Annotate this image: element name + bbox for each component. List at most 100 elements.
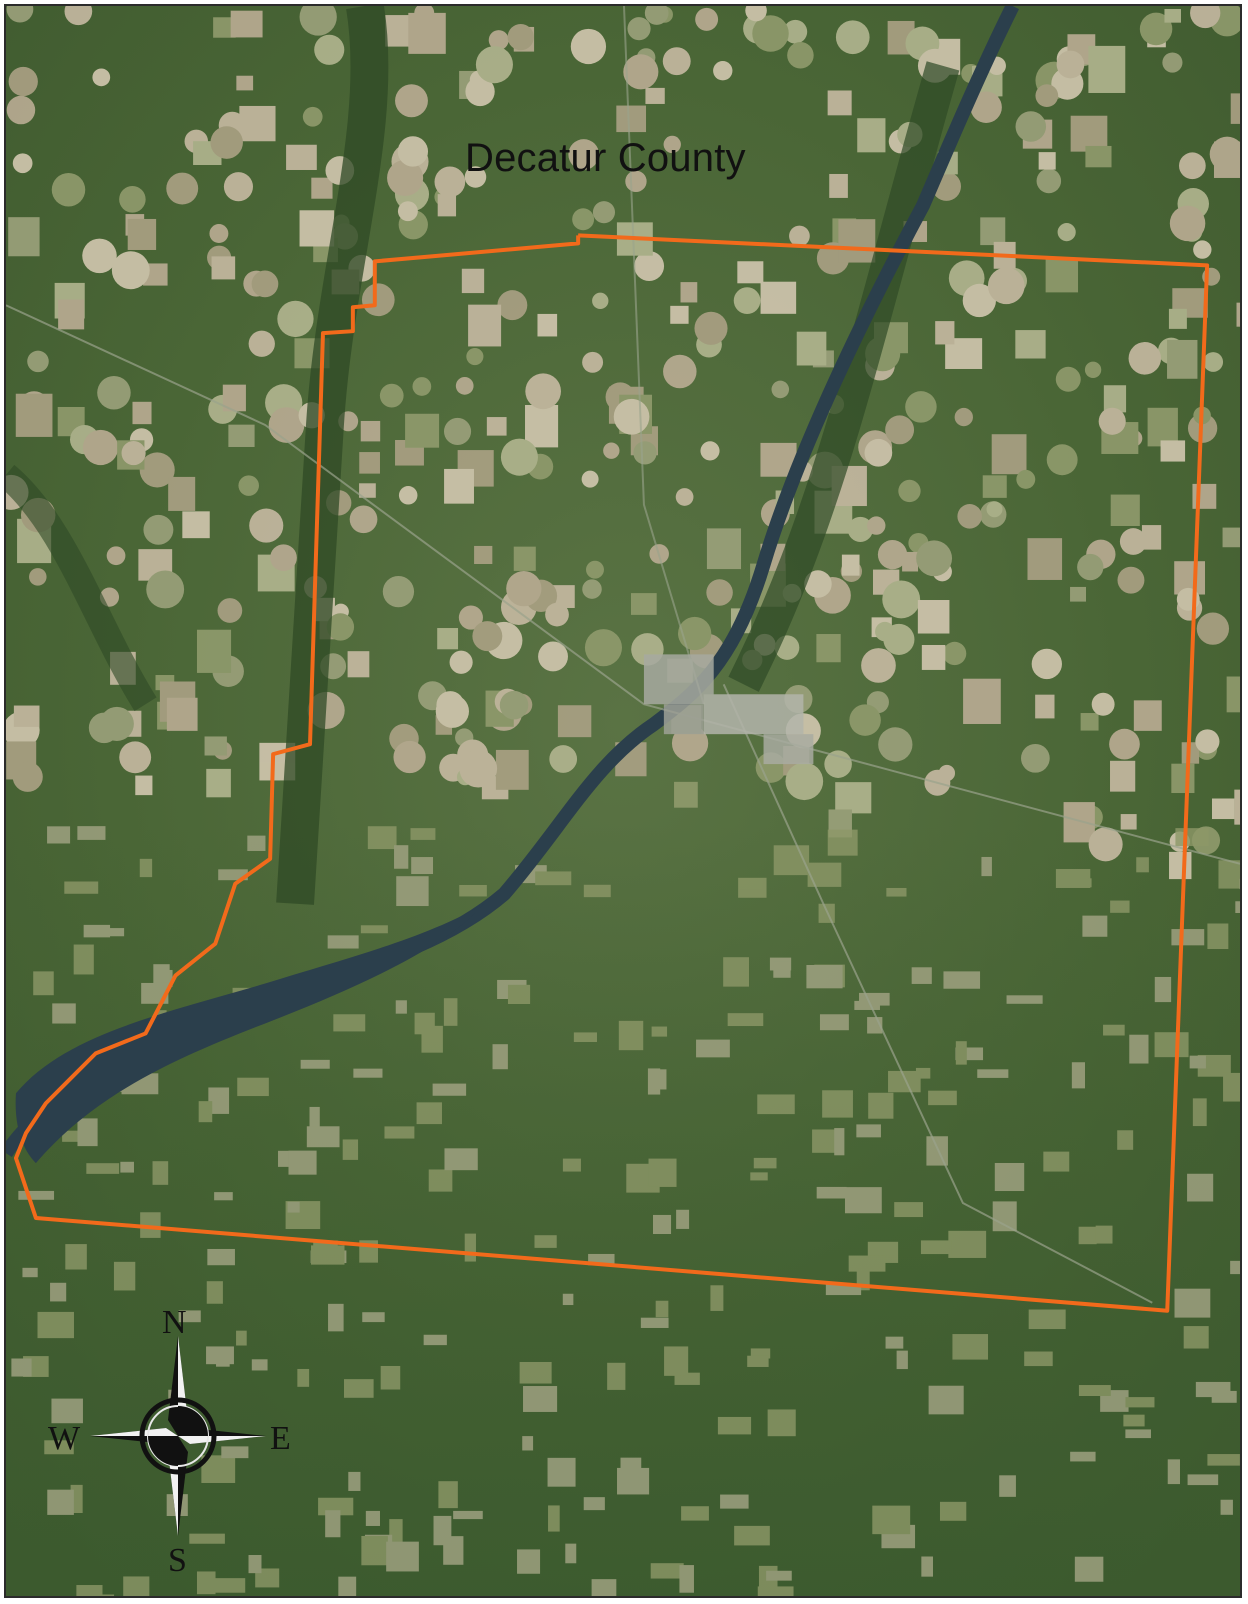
clearing bbox=[710, 1285, 724, 1311]
clearing bbox=[607, 1362, 626, 1390]
clearing bbox=[423, 1334, 447, 1346]
pivot-field bbox=[603, 442, 620, 459]
county-boundary bbox=[13, 233, 1210, 1313]
square-field bbox=[135, 775, 153, 796]
pivot-field bbox=[675, 488, 694, 506]
pivot-field bbox=[143, 514, 174, 545]
square-field bbox=[127, 218, 157, 250]
clearing bbox=[236, 1330, 247, 1346]
square-field bbox=[1038, 152, 1056, 170]
clearing bbox=[380, 1365, 401, 1390]
clearing bbox=[421, 1025, 443, 1053]
clearing bbox=[96, 928, 125, 937]
pivot-field bbox=[572, 208, 595, 231]
square-field bbox=[796, 331, 827, 366]
clearing bbox=[723, 957, 749, 987]
clearing bbox=[734, 1525, 770, 1546]
satellite-map[interactable] bbox=[6, 6, 1240, 1596]
pivot-field bbox=[586, 560, 604, 579]
square-field bbox=[182, 511, 210, 539]
pivot-field bbox=[277, 300, 314, 338]
pivot-field bbox=[349, 505, 378, 534]
clearing bbox=[360, 925, 388, 934]
clearing bbox=[51, 1398, 83, 1424]
clearing bbox=[886, 887, 907, 897]
square-field bbox=[1168, 308, 1187, 329]
clearing bbox=[1223, 1072, 1240, 1102]
pivot-field bbox=[789, 225, 810, 247]
creek-forest-west bbox=[276, 6, 389, 905]
pivot-field bbox=[634, 251, 665, 282]
pivot-field bbox=[449, 650, 473, 674]
square-field bbox=[760, 281, 797, 314]
pivot-field bbox=[458, 605, 483, 630]
clearing bbox=[519, 1361, 552, 1384]
town bbox=[643, 654, 814, 765]
clearing bbox=[1167, 1459, 1180, 1485]
clearing bbox=[251, 1359, 268, 1371]
clearing bbox=[416, 1102, 442, 1125]
square-field bbox=[1035, 694, 1055, 719]
clearing bbox=[492, 1044, 508, 1070]
clearing bbox=[459, 884, 487, 897]
clearing bbox=[992, 1201, 1017, 1232]
square-field bbox=[816, 634, 841, 663]
map-frame: N S W E Decatur County bbox=[4, 4, 1242, 1598]
square-field bbox=[486, 417, 507, 436]
pivot-field bbox=[1084, 361, 1102, 378]
pivot-field bbox=[1128, 342, 1162, 375]
square-field bbox=[1171, 763, 1195, 794]
square-field bbox=[13, 705, 40, 727]
clearing bbox=[1218, 860, 1240, 889]
pivot-field bbox=[1091, 692, 1115, 716]
compass-west-label: W bbox=[48, 1420, 81, 1457]
clearing bbox=[362, 1312, 385, 1323]
clearing bbox=[1197, 1054, 1231, 1077]
pivot-field bbox=[1056, 50, 1085, 79]
clearing bbox=[1192, 1098, 1207, 1127]
pivot-field bbox=[500, 438, 538, 476]
pivot-field bbox=[412, 377, 432, 396]
clearing bbox=[911, 967, 932, 984]
pivot-field bbox=[393, 740, 426, 774]
square-field bbox=[841, 554, 860, 576]
pivot-field bbox=[835, 20, 870, 55]
clearing bbox=[1189, 1055, 1206, 1069]
clearing bbox=[738, 877, 767, 898]
pivot-field bbox=[1015, 111, 1047, 142]
clearing bbox=[757, 1586, 794, 1596]
square-field bbox=[835, 782, 872, 814]
clearing bbox=[1207, 923, 1229, 950]
square-field bbox=[1226, 676, 1240, 713]
square-field bbox=[917, 600, 950, 634]
pivot-field bbox=[97, 375, 131, 410]
clearing bbox=[443, 998, 458, 1026]
square-field bbox=[461, 268, 485, 294]
square-field bbox=[921, 644, 946, 670]
clearing bbox=[139, 858, 153, 878]
pivot-field bbox=[443, 417, 472, 445]
pivot-field bbox=[849, 704, 881, 736]
pivot-field bbox=[582, 579, 602, 599]
clearing bbox=[653, 1069, 667, 1090]
pivot-field bbox=[1195, 729, 1220, 754]
clearing bbox=[1125, 1397, 1155, 1408]
pivot-field bbox=[434, 166, 466, 198]
clearing bbox=[651, 1026, 668, 1037]
square-field bbox=[385, 15, 413, 47]
square-field bbox=[1141, 525, 1162, 550]
square-field bbox=[1164, 8, 1181, 23]
pivot-field bbox=[545, 602, 569, 627]
pivot-field bbox=[1036, 168, 1062, 194]
clearing bbox=[214, 1192, 233, 1201]
clearing bbox=[396, 876, 429, 907]
clearing bbox=[1187, 1474, 1219, 1486]
square-field bbox=[1070, 586, 1086, 602]
pivot-field bbox=[582, 351, 604, 373]
pivot-field bbox=[464, 166, 487, 188]
pivot-field bbox=[878, 727, 913, 762]
square-field bbox=[838, 219, 876, 263]
pivot-field bbox=[752, 15, 789, 52]
pivot-field bbox=[644, 6, 669, 25]
pivot-field bbox=[1016, 469, 1036, 489]
